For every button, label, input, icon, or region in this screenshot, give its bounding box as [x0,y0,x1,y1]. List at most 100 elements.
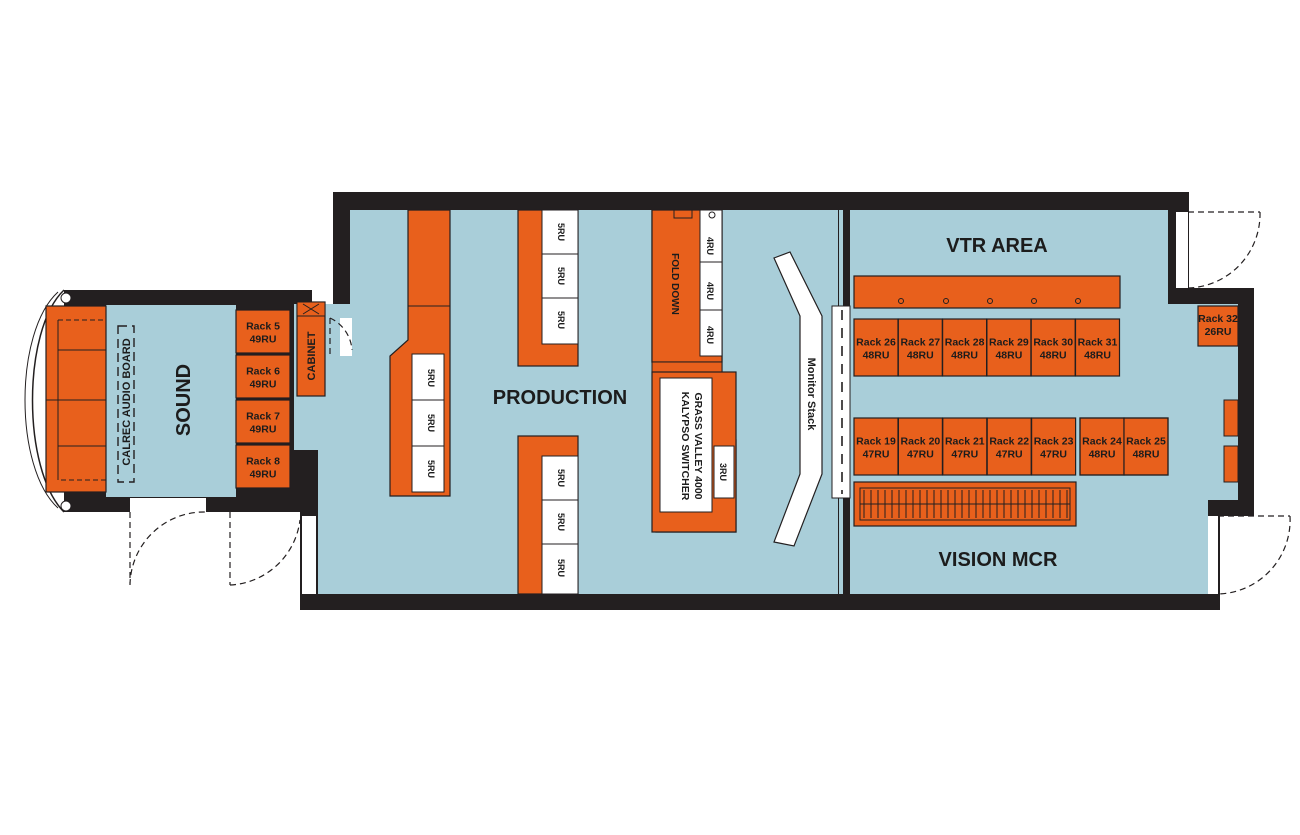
slot-label: 4RU [705,326,715,344]
switcher-label-line1: KALYPSO SWITCHER [679,392,691,501]
door-openings [130,212,1218,594]
fold-down-label: FOLD DOWN [669,253,680,315]
rack-name: Rack 21 [945,436,985,448]
slot-label: 3RU [718,463,728,481]
rack-32-units: 26RU [1205,326,1232,338]
annex-box [1223,445,1239,483]
rack-units: 49RU [250,469,277,481]
production-desk-1 [389,209,451,497]
rack-units: 47RU [951,449,978,461]
vtr-shelf [853,275,1121,309]
rack-32-name: Rack 32 [1198,313,1238,325]
room-title-production: PRODUCTION [493,387,627,409]
rack-name: Rack 31 [1078,337,1118,349]
rack-name: Rack 20 [901,436,941,448]
slot-label: 5RU [556,311,566,329]
rack-32 [1197,305,1239,347]
patch-strip [853,481,1077,527]
door-swings [129,211,1291,595]
rack-name: Rack 22 [989,436,1029,448]
rack-units: 48RU [1040,350,1067,362]
rack-units: 48RU [863,350,890,362]
mcr-floor [850,210,1168,594]
rack-name: Rack 7 [246,411,280,423]
calrec-audio-board [117,325,135,483]
rack-units: 49RU [250,379,277,391]
rack-name: Rack 6 [246,366,280,378]
slot-label: 5RU [426,460,436,478]
slot-label: 5RU [556,223,566,241]
rack-units: 47RU [907,449,934,461]
divider-panel [831,305,851,499]
rack-units: 48RU [995,350,1022,362]
production-desk-2-bottom [517,435,579,595]
rack-units: 48RU [907,350,934,362]
rack-name: Rack 27 [900,337,940,349]
slot-label: 5RU [426,414,436,432]
rack-units: 48RU [1084,350,1111,362]
rack-units: 49RU [250,334,277,346]
slot-label: 5RU [426,369,436,387]
slot-label: 5RU [556,267,566,285]
rack-units: 47RU [1040,449,1067,461]
rack-name: Rack 26 [856,337,896,349]
vtr-shelf-dots [898,298,1081,304]
production-desk-2-top [517,209,579,367]
rack-name: Rack 23 [1034,436,1074,448]
rack-units: 48RU [951,350,978,362]
monitor-stack [773,251,823,547]
room-title-vision-mcr: VISION MCR [939,549,1058,571]
rack-name: Rack 24 [1082,436,1122,448]
rack-name: Rack 19 [856,436,896,448]
rack-name: Rack 29 [989,337,1029,349]
rack-name: Rack 5 [246,321,280,333]
kalypso-switcher [659,377,713,513]
switcher-desk [651,209,737,533]
slot-label: 5RU [556,513,566,531]
rack-name: Rack 8 [246,456,280,468]
slot-label: 4RU [705,237,715,255]
room-title-vtr: VTR AREA [946,235,1047,257]
cabinet [296,301,326,397]
calrec-label: CALREC AUDIO BOARD [121,338,133,465]
rack-units: 47RU [863,449,890,461]
slot-label: 5RU [556,469,566,487]
annex-box [1223,399,1239,437]
rack-units: 49RU [250,424,277,436]
rack-units: 48RU [1133,449,1160,461]
cabinet-label: CABINET [306,331,318,380]
slot-label: 5RU [556,559,566,577]
monitor-stack-label: Monitor Stack [805,358,817,432]
rack-units: 47RU [996,449,1023,461]
rack-name: Rack 30 [1033,337,1073,349]
rack-name: Rack 28 [945,337,985,349]
rack-units: 48RU [1089,449,1116,461]
sound-floor [106,305,236,497]
slot-label: 4RU [705,282,715,300]
rack-name: Rack 25 [1126,436,1166,448]
sound-equipment [45,305,135,493]
room-title-sound: SOUND [173,364,195,436]
switcher-label-line2: GRASS VALLEY 4000 [692,393,704,500]
